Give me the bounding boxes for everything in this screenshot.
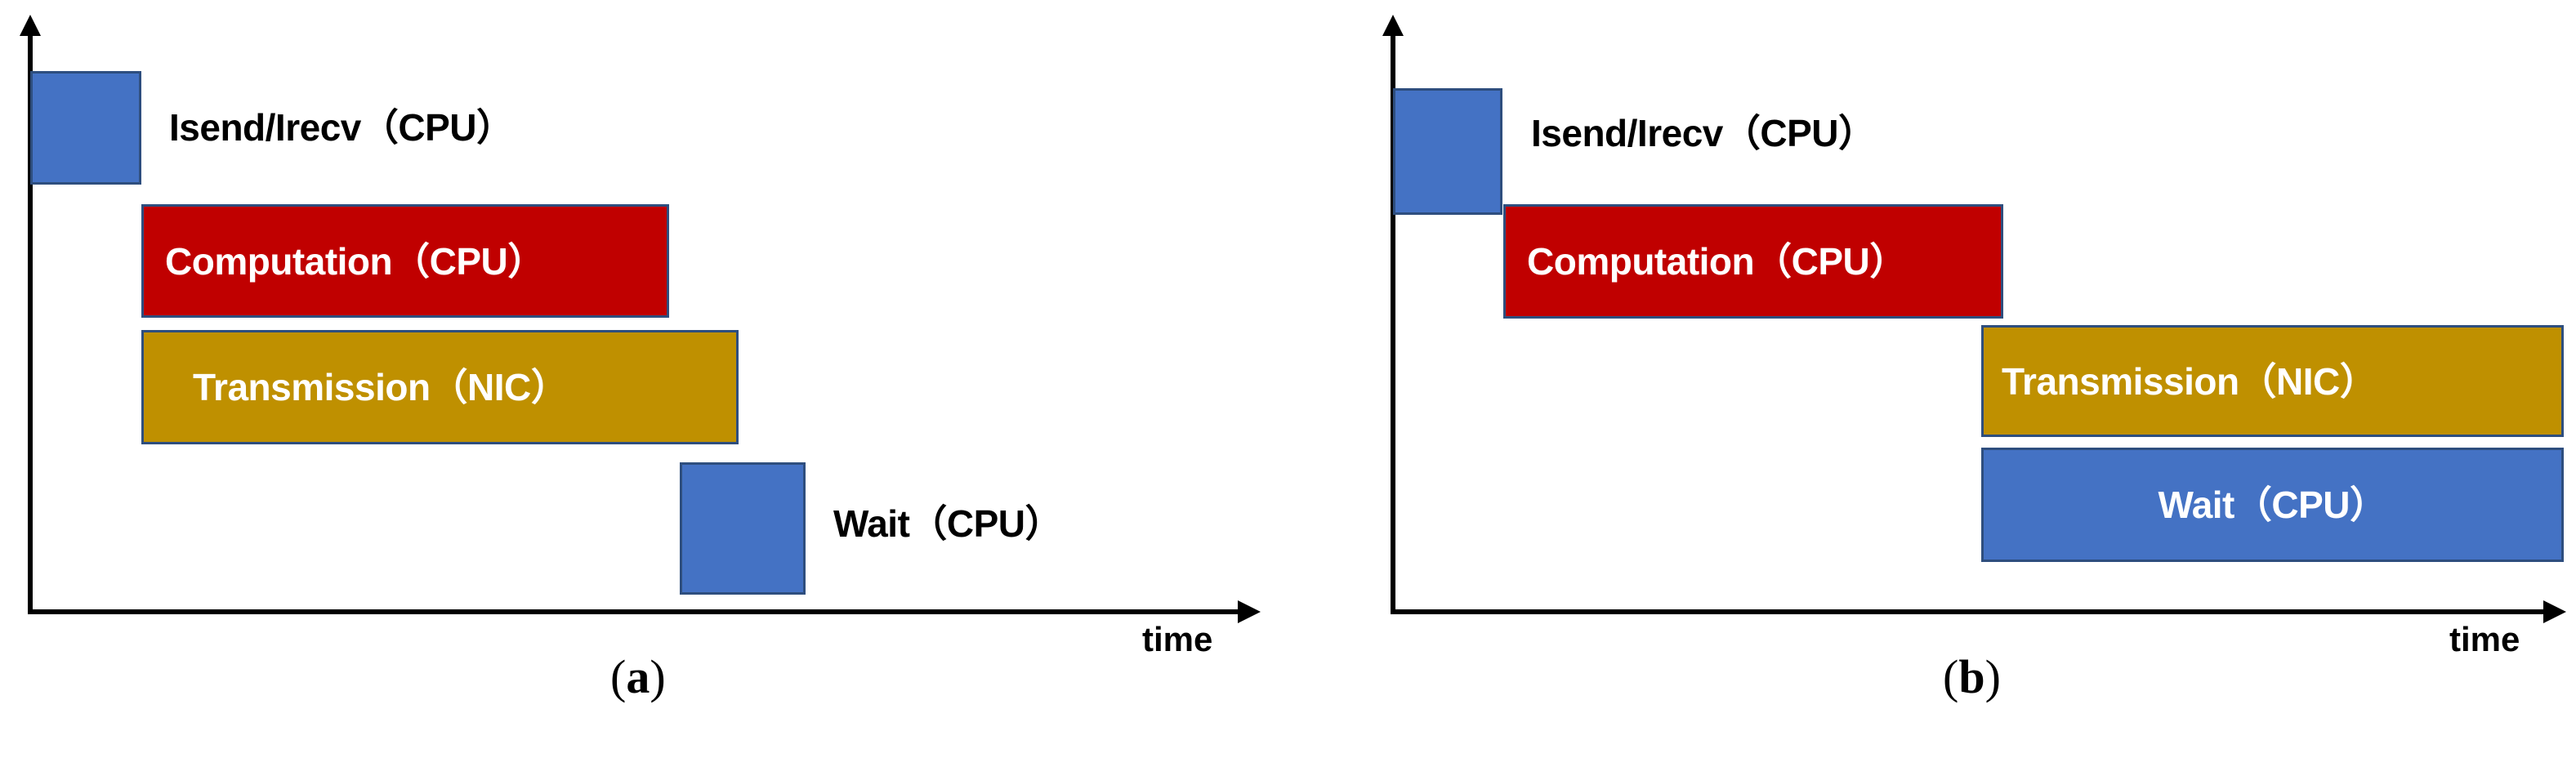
y-axis-arrowhead-a (20, 15, 41, 36)
bar-wait-b[interactable]: Wait（CPU） (1981, 448, 2564, 562)
caption-paren-close-b: ) (1984, 650, 2001, 703)
x-axis-line-b (1391, 609, 2547, 614)
bar-transmission-b[interactable]: Transmission（NIC） (1981, 325, 2564, 437)
bar-label-computation-b: Computation（CPU） (1527, 240, 1907, 283)
caption-paren-close-a: ) (650, 650, 666, 703)
x-axis-arrowhead-a (1238, 600, 1261, 623)
x-axis-label-a: time (1142, 620, 1213, 658)
panel-b: Isend/Irecv（CPU） Computation（CPU） Transm… (1348, 0, 2576, 767)
bar-computation-b[interactable]: Computation（CPU） (1503, 204, 2003, 319)
bar-label-isend-irecv-b: Isend/Irecv（CPU） (1531, 112, 1876, 154)
x-axis-arrowhead-b (2543, 600, 2566, 623)
bar-computation-a[interactable]: Computation（CPU） (141, 204, 669, 318)
x-axis-label-b: time (2449, 620, 2520, 658)
y-axis-line-b (1391, 33, 1395, 614)
bar-label-wait-a: Wait（CPU） (833, 502, 1063, 545)
bar-isend-irecv-b[interactable] (1393, 88, 1502, 215)
panel-caption-a: (a) (610, 653, 666, 701)
bar-isend-irecv-a[interactable] (30, 71, 141, 185)
panel-a: Isend/Irecv（CPU） Computation（CPU） Transm… (20, 15, 1261, 701)
bar-label-transmission-b: Transmission（NIC） (2002, 359, 2377, 403)
caption-letter-a: a (626, 650, 650, 703)
caption-paren-open-b: ( (1943, 650, 1959, 703)
bar-transmission-a[interactable]: Transmission（NIC） (141, 330, 739, 444)
bar-wait-a[interactable] (680, 462, 806, 595)
bar-label-computation-a: Computation（CPU） (165, 239, 545, 283)
bar-label-isend-irecv-a: Isend/Irecv（CPU） (169, 106, 514, 149)
caption-paren-open-a: ( (610, 650, 627, 703)
bar-label-wait-b: Wait（CPU） (2158, 484, 2387, 526)
caption-letter-b: b (1958, 650, 1985, 703)
bar-label-transmission-a: Transmission（NIC） (193, 366, 569, 408)
y-axis-line-a (28, 33, 33, 614)
y-axis-arrowhead-b (1382, 15, 1404, 36)
panel-caption-b: (b) (1943, 653, 2001, 701)
x-axis-line-a (28, 609, 1240, 614)
